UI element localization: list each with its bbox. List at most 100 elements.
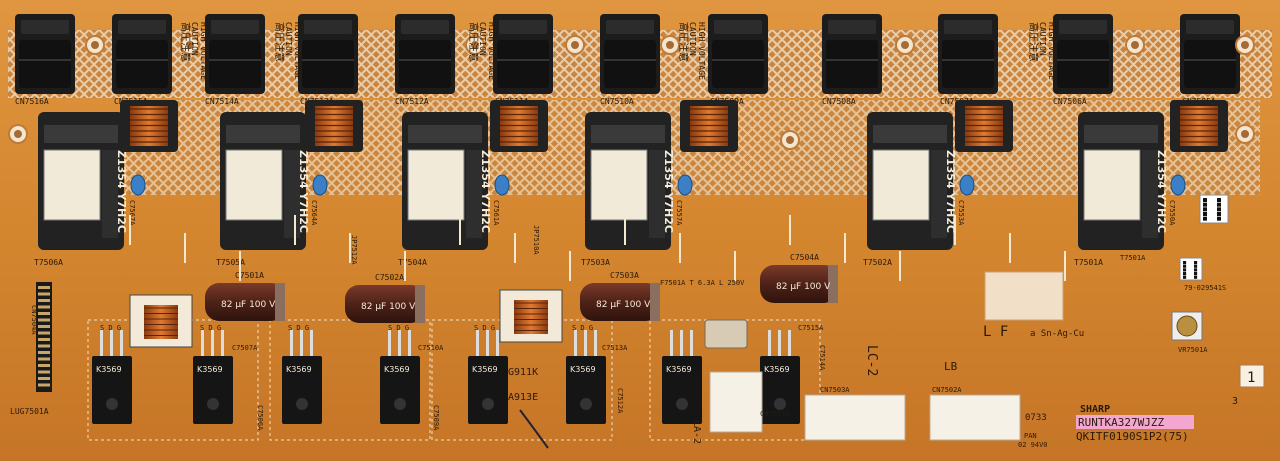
mounting-holes: [8, 35, 1255, 150]
mosfet: K3569: [566, 330, 606, 424]
transformer-ref: T7503A: [581, 258, 610, 267]
connector-label: CN7512A: [395, 97, 429, 106]
part-number-label: RUNTKA327WJZZ: [1078, 416, 1164, 429]
connector-label: CN7506A: [1053, 97, 1087, 106]
sdg-label: S D G: [572, 324, 593, 332]
transformer-mark: Z1354 Y7H2C: [944, 150, 957, 233]
sdg-label: S D G: [200, 324, 221, 332]
mosfet: K3569: [282, 330, 322, 424]
t7501-label: T7501A: [1120, 254, 1146, 262]
cream-module: [984, 271, 1064, 321]
dashed-outline: [269, 319, 431, 441]
lug-label: LUG7501A: [10, 407, 49, 416]
mosfet-mark: K3569: [286, 365, 312, 374]
code-0733-label: 0733: [1025, 413, 1047, 423]
hv-warning-caution: CAUTION: [190, 22, 199, 56]
hv-warning-high: HIGH VOLTAGE: [697, 22, 706, 80]
hv-warning-jp: 高圧注意: [1027, 22, 1040, 62]
blue-cap: [1170, 174, 1186, 196]
top-connector-row: CN7516ACN7515ACN7514ACN7513ACN7512ACN751…: [15, 14, 1240, 106]
cap-marking: 82 µF 100 V: [361, 302, 416, 312]
mosfet: K3569: [760, 330, 800, 424]
c7513-label: C7513A: [602, 344, 628, 352]
transformer-window: [590, 149, 648, 221]
cap-ref: C7503A: [610, 271, 639, 280]
hv-warning-high: HIGH VOLTAGE: [487, 22, 496, 80]
choke-coil: [490, 100, 548, 152]
mosfet-mark: K3569: [472, 365, 498, 374]
hv-warning-caution: CAUTION: [478, 22, 487, 56]
code-g911k-label: G911K: [508, 367, 538, 378]
mosfet: K3569: [193, 330, 233, 424]
blue-cap: [312, 174, 328, 196]
board-number-label: QKITF0190S1P2(75): [1076, 430, 1189, 443]
hv-warning-high: HIGH VOLTAGE: [199, 22, 208, 80]
transformer-window: [872, 149, 930, 221]
mosfet: K3569: [380, 330, 420, 424]
flame-label: 02 94V0: [1018, 441, 1048, 449]
blue-cap: [494, 174, 510, 196]
hv-warning-caution: CAUTION: [284, 22, 293, 56]
lc2-label: LC-2: [864, 345, 879, 376]
c7509-label: C7509A: [432, 405, 440, 431]
mosfet-mark: K3569: [384, 365, 410, 374]
choke-coil: [955, 100, 1013, 152]
mosfet: K3569: [92, 330, 132, 424]
lb-label: LB: [944, 360, 958, 373]
cap-ref: C7501A: [235, 271, 264, 280]
mosfet-mark: K3569: [570, 365, 596, 374]
c7515-label: C7515A: [798, 324, 824, 332]
transformer-ref: T7506A: [34, 258, 63, 267]
transformer-ref: T7501A: [1074, 258, 1103, 267]
cn7501-label: CN7501A: [760, 410, 790, 418]
connector-label: CN7510A: [600, 97, 634, 106]
serial-label: 79-029541S: [1184, 284, 1226, 292]
choke-coil: [680, 100, 738, 152]
connector-label: CN7516A: [15, 97, 49, 106]
small-inductor: [499, 289, 563, 343]
choke-coil: [120, 100, 178, 152]
hv-warning-high: HIGH VOLTAGE: [293, 22, 302, 80]
small-inductor: [129, 294, 193, 348]
hv-warning-jp: 高圧注意: [179, 22, 192, 62]
sdg-label: S D G: [388, 324, 409, 332]
transformer-mark: Z1354 Y7H2C: [115, 150, 128, 233]
transformer-window: [225, 149, 283, 221]
c7506-label: C7506A: [256, 405, 264, 431]
mosfet: K3569: [662, 330, 702, 424]
lead-wire: [519, 409, 549, 449]
transformer-ref: T7502A: [863, 258, 892, 267]
choke-coil: [305, 100, 363, 152]
c7512-label: C7512A: [616, 388, 624, 414]
lead-free-label: a Sn-Ag-Cu: [1030, 329, 1084, 339]
transformer-window: [43, 149, 101, 221]
transformer-ref: T7505A: [216, 258, 245, 267]
cap-ref: C7567A: [128, 200, 136, 226]
hv-warning-caution: CAUTION: [1038, 22, 1047, 56]
cap-marking: 82 µF 100 V: [596, 300, 651, 310]
hv-warning-jp: 高圧注意: [677, 22, 690, 62]
ul-label: PAN: [1024, 432, 1037, 440]
number-box: [1239, 364, 1265, 388]
cap-ref: C7553A: [957, 200, 965, 226]
white-connector: [929, 394, 1021, 441]
transformer-mark: Z1354 Y7H2C: [297, 150, 310, 233]
sdg-label: S D G: [100, 324, 121, 332]
mosfet-mark: K3569: [197, 365, 223, 374]
blue-cap: [677, 174, 693, 196]
transformer: Z1354 Y7H2C T7506A C7567A: [34, 112, 146, 267]
part-label-bg: [1076, 415, 1194, 429]
sdg-label: S D G: [474, 324, 495, 332]
white-connector: [709, 371, 763, 433]
hv-warning-caution: CAUTION: [688, 22, 697, 56]
jp7512-label: JP7512A: [350, 235, 358, 265]
